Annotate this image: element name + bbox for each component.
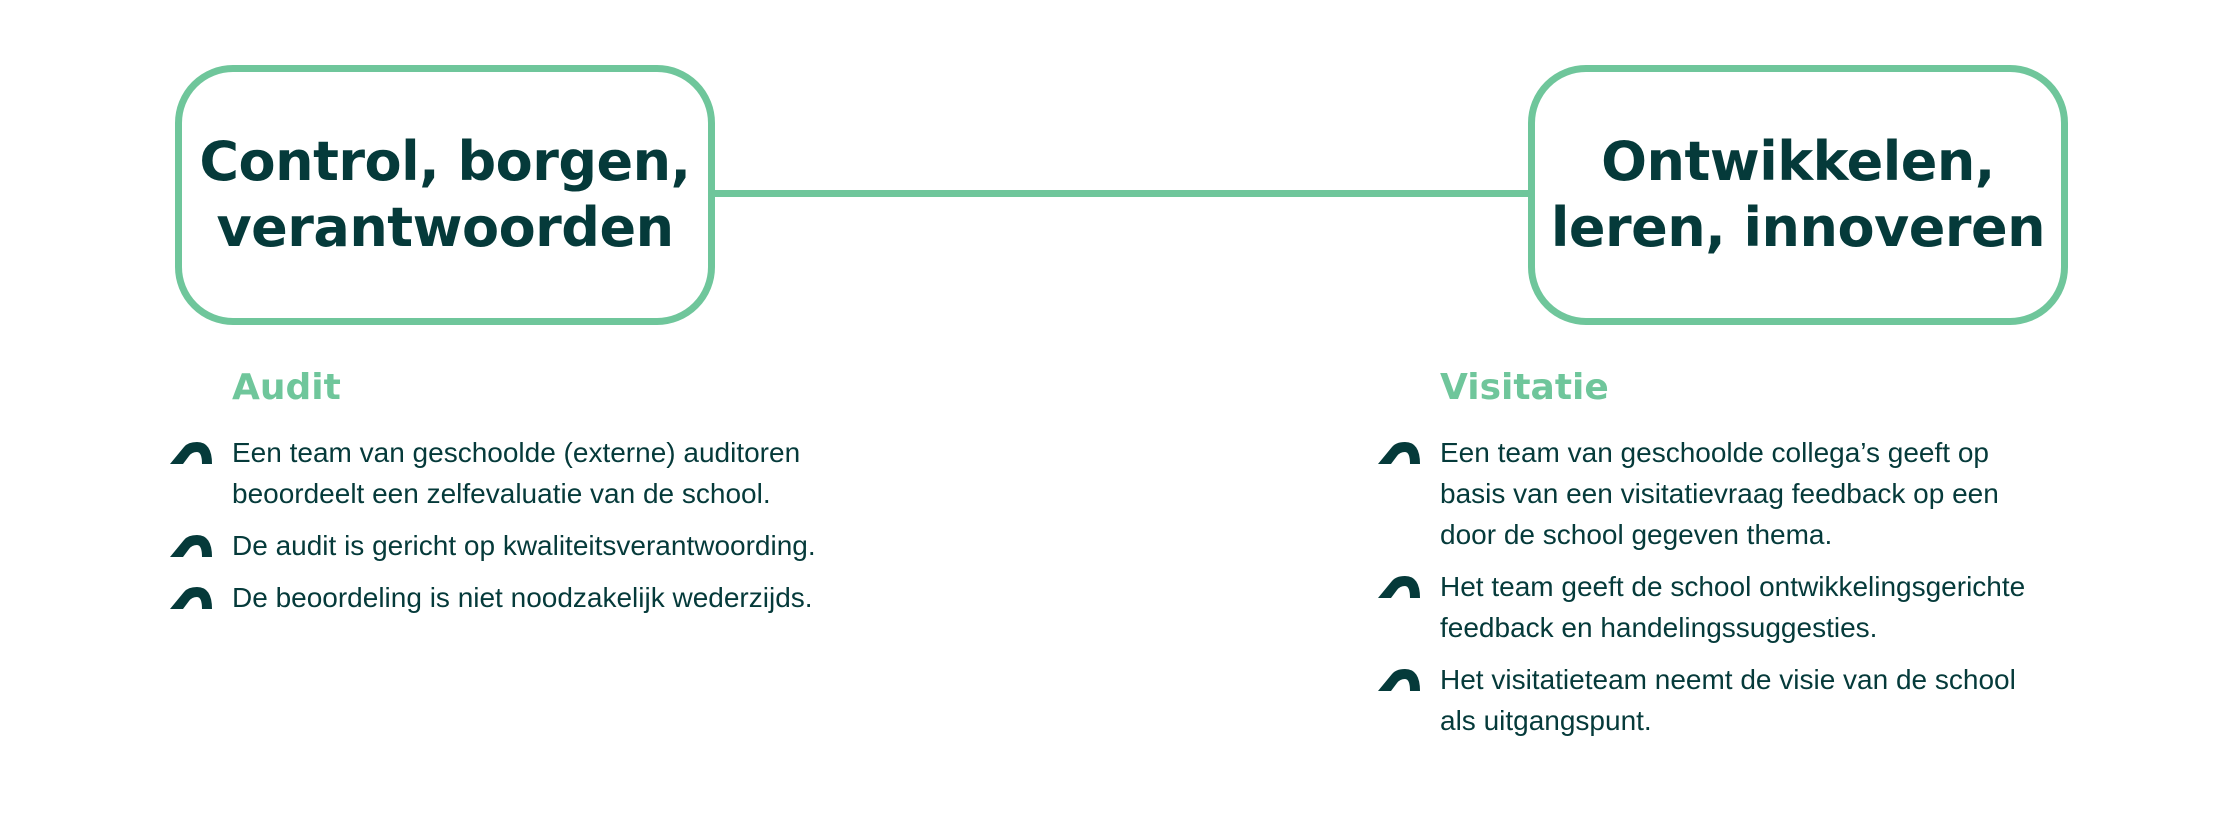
arch-bullet-icon	[1378, 442, 1420, 464]
item-text: Het visitatieteam neemt de visie van de …	[1440, 664, 2016, 695]
item-text: De beoordeling is niet noodzakelijk wede…	[232, 582, 813, 613]
list-item: Het visitatieteam neemt de visie van de …	[1378, 659, 2098, 741]
list-item: De beoordeling is niet noodzakelijk wede…	[170, 577, 930, 618]
visitatie-section: Visitatie Een team van geschoolde colleg…	[1378, 362, 2098, 752]
connector-line	[714, 190, 1528, 197]
audit-section: Audit Een team van geschoolde (externe) …	[170, 362, 930, 629]
box-ontwikkelen-leren-innoveren: Ontwikkelen,leren, innoveren	[1528, 65, 2068, 325]
title-line: leren, innoveren	[1550, 196, 2046, 259]
title-line: Ontwikkelen,	[1601, 130, 1995, 193]
section-heading: Audit	[232, 367, 341, 408]
item-text: als uitgangspunt.	[1440, 705, 1652, 736]
item-text: De audit is gericht op kwaliteitsverantw…	[232, 530, 816, 561]
bullet-list: Een team van geschoolde collega’s geeft …	[1378, 432, 2098, 741]
item-text: Een team van geschoolde collega’s geeft …	[1440, 437, 1989, 468]
item-text: feedback en handelingssuggesties.	[1440, 612, 1878, 643]
list-item: De audit is gericht op kwaliteitsverantw…	[170, 525, 930, 566]
item-text: door de school gegeven thema.	[1440, 519, 1833, 550]
item-text: Het team geeft de school ontwikkelingsge…	[1440, 571, 2026, 602]
list-item: Een team van geschoolde collega’s geeft …	[1378, 432, 2098, 555]
arch-bullet-icon	[1378, 669, 1420, 691]
title-line: Control, borgen,	[199, 130, 691, 193]
box-control-borgen-verantwoorden: Control, borgen,verantwoorden	[175, 65, 715, 325]
section-heading: Visitatie	[1440, 367, 1609, 408]
arch-bullet-icon	[170, 587, 212, 609]
arch-bullet-icon	[1378, 576, 1420, 598]
box-title: Ontwikkelen,leren, innoveren	[1550, 129, 2046, 261]
item-text: basis van een visitatievraag feedback op…	[1440, 478, 1999, 509]
box-title: Control, borgen,verantwoorden	[199, 129, 691, 261]
item-text: beoordeelt een zelfevaluatie van de scho…	[232, 478, 771, 509]
item-text: Een team van geschoolde (externe) audito…	[232, 437, 801, 468]
arch-bullet-icon	[170, 535, 212, 557]
arch-bullet-icon	[170, 442, 212, 464]
bullet-list: Een team van geschoolde (externe) audito…	[170, 432, 930, 618]
title-line: verantwoorden	[216, 196, 674, 259]
list-item: Het team geeft de school ontwikkelingsge…	[1378, 566, 2098, 648]
list-item: Een team van geschoolde (externe) audito…	[170, 432, 930, 514]
